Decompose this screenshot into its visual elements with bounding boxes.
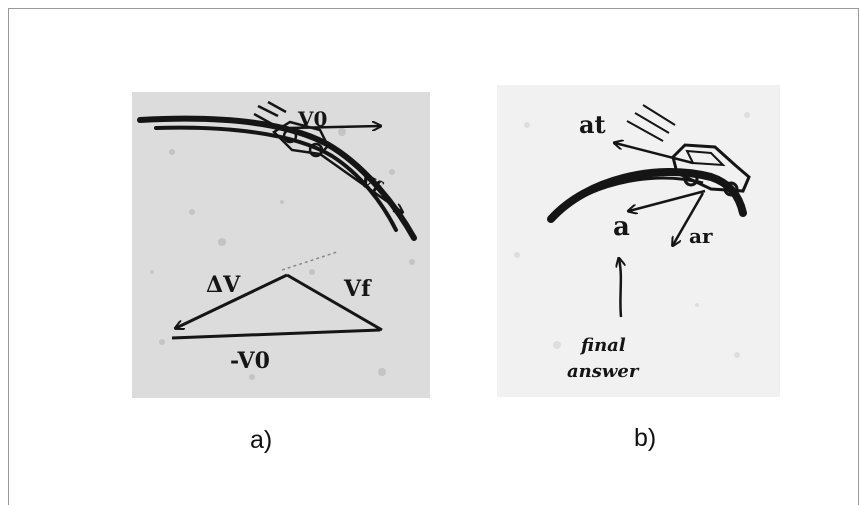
label-answer: answer (567, 361, 640, 382)
velocity-triangle (171, 251, 383, 340)
a-arrow (629, 189, 706, 211)
label-v0: V0 (297, 107, 327, 131)
car (671, 143, 751, 197)
paper-texture (514, 112, 750, 358)
panel-b-drawing: at a ar final answer (497, 85, 780, 397)
label-final: final (579, 335, 626, 356)
v0-arrow (289, 126, 380, 128)
at-arrow (615, 143, 694, 165)
vf-arrow (319, 152, 402, 212)
label-delta-v: ΔV (206, 272, 241, 298)
motion-lines (626, 104, 676, 142)
caption-b: b) (634, 424, 657, 452)
paper-background (497, 85, 780, 397)
delta-v-vector (176, 273, 288, 328)
caption-a: a) (250, 426, 273, 454)
label-vf-triangle: Vf (343, 276, 372, 302)
panel-a-drawing: V0 Vf ΔV Vf -V0 (132, 92, 430, 398)
ar-arrow (673, 192, 705, 245)
label-ar: ar (689, 224, 713, 248)
paper-texture (150, 128, 415, 380)
label-at: at (579, 110, 606, 139)
panel-b-sketch: at a ar final answer (497, 85, 780, 397)
figure-frame (8, 8, 859, 505)
label-a: a (613, 212, 630, 242)
car (253, 100, 330, 158)
panel-a-sketch: V0 Vf ΔV Vf -V0 (132, 92, 430, 398)
paper-background (132, 92, 430, 398)
label-minus-v0: -V0 (230, 348, 270, 374)
final-answer-pointer (619, 259, 621, 318)
minus-v0-vector (171, 328, 381, 340)
vf-vector (286, 273, 383, 332)
